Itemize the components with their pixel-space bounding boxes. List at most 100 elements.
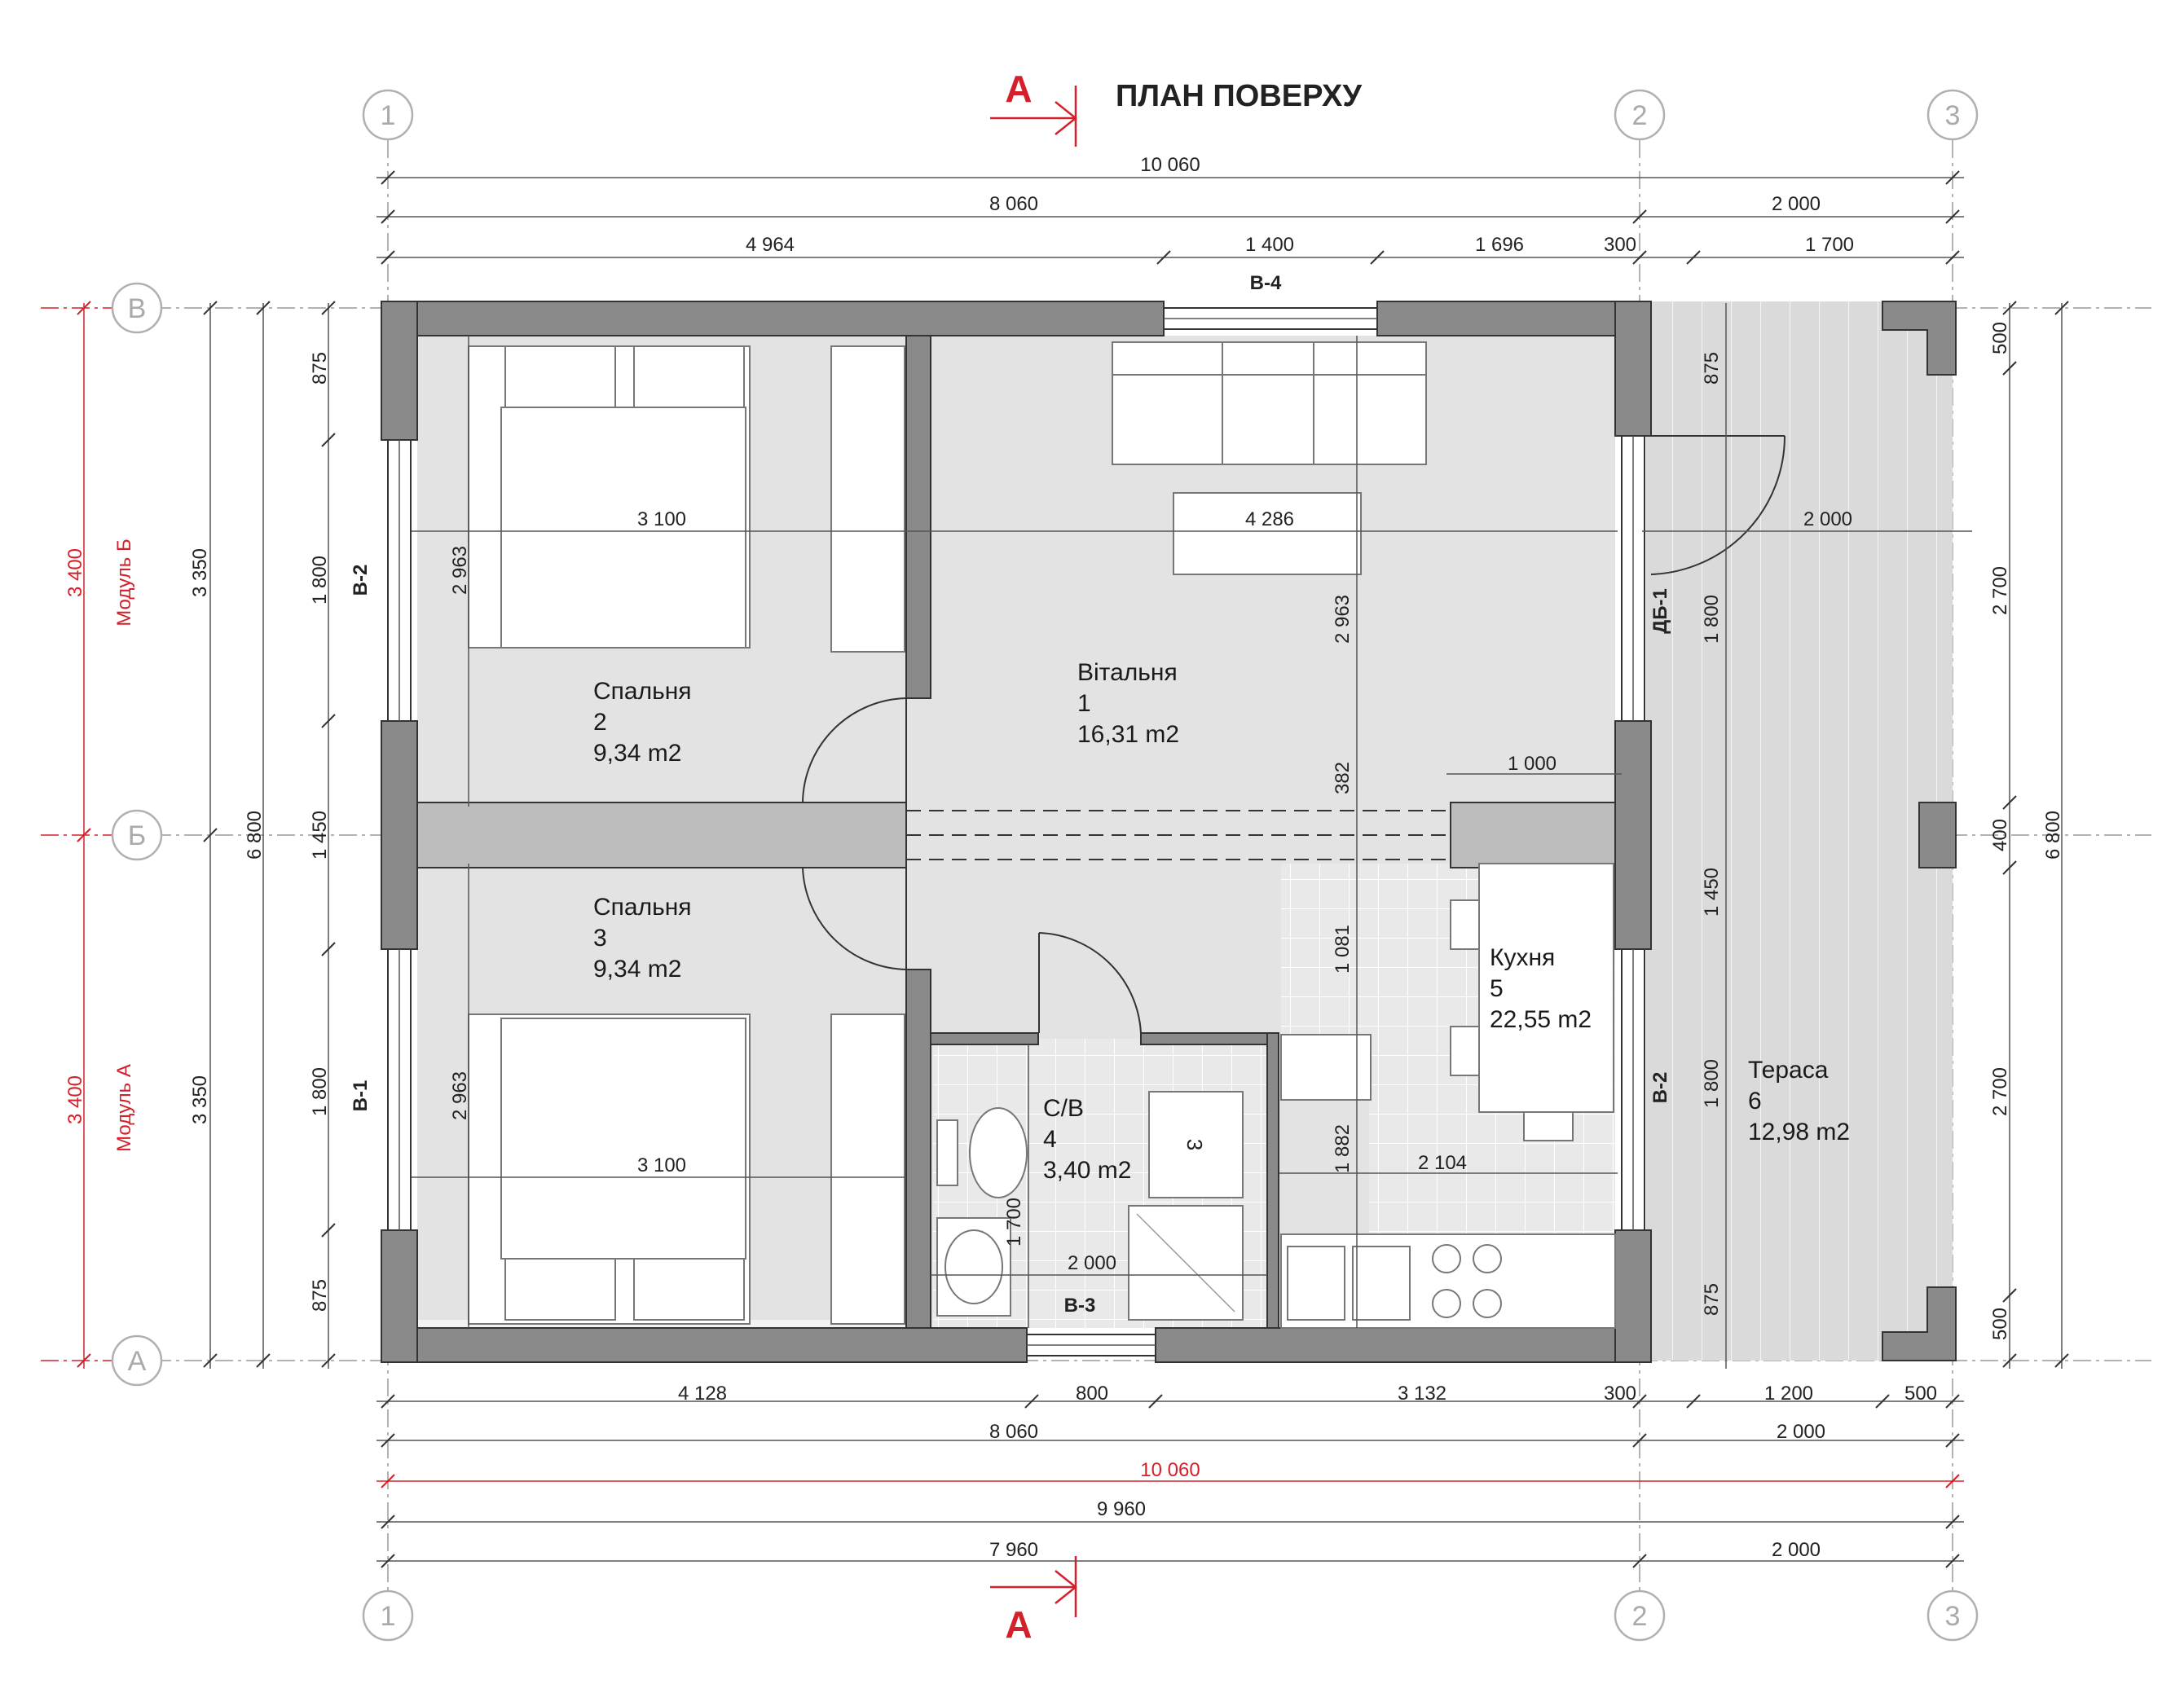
svg-text:3 350: 3 350 <box>189 1075 211 1124</box>
axis-row-b: Б <box>128 820 146 851</box>
title-block: А ПЛАН ПОВЕРХУ А <box>990 68 1362 1646</box>
axis-col-3: 3 <box>1945 100 1961 131</box>
room-5-area: 22,55 m2 <box>1490 1006 1592 1033</box>
dimensions-inner: 3 100 4 286 2 000 3 100 2 963 2 963 2 96… <box>412 303 1972 1369</box>
svg-text:2 000: 2 000 <box>1777 1421 1825 1443</box>
room-1-name: Вітальня <box>1077 659 1178 686</box>
svg-text:500: 500 <box>1989 322 2011 354</box>
svg-text:4 964: 4 964 <box>746 234 795 256</box>
room-6-number: 6 <box>1748 1088 1762 1115</box>
svg-text:2 963: 2 963 <box>449 1071 471 1120</box>
svg-text:8 060: 8 060 <box>989 1421 1038 1443</box>
svg-text:1 000: 1 000 <box>1508 753 1557 775</box>
axis-col-3-bottom: 3 <box>1945 1601 1961 1632</box>
furniture: 3 <box>468 341 1616 1329</box>
svg-text:1 882: 1 882 <box>1332 1124 1354 1173</box>
window-v3-label: В-3 <box>1064 1295 1096 1317</box>
window-v1-label: В-1 <box>350 1080 372 1112</box>
axis-col-2: 2 <box>1632 100 1648 131</box>
window-v4-label: В-4 <box>1250 272 1282 294</box>
room-2-number: 2 <box>593 709 607 736</box>
svg-text:1 450: 1 450 <box>1701 868 1723 917</box>
door-db1-label: ДБ-1 <box>1649 588 1671 634</box>
svg-text:875: 875 <box>1701 352 1723 385</box>
svg-text:1 700: 1 700 <box>1003 1198 1025 1247</box>
washer-label: 3 <box>1182 1139 1207 1150</box>
svg-text:4 286: 4 286 <box>1245 508 1294 530</box>
room-5-number: 5 <box>1490 975 1504 1002</box>
svg-text:6 800: 6 800 <box>2042 811 2064 860</box>
room-1-area: 16,31 m2 <box>1077 721 1179 748</box>
section-mark-bottom: А <box>1005 1603 1032 1646</box>
svg-text:300: 300 <box>1604 1383 1636 1405</box>
room-3-number: 3 <box>593 925 607 952</box>
svg-text:7 960: 7 960 <box>989 1539 1038 1561</box>
svg-text:2 000: 2 000 <box>1068 1252 1116 1274</box>
walls <box>381 301 1957 1363</box>
svg-text:3 132: 3 132 <box>1398 1383 1446 1405</box>
svg-text:1 800: 1 800 <box>309 1067 331 1116</box>
svg-text:875: 875 <box>309 1279 331 1312</box>
svg-text:10 060: 10 060 <box>1140 1459 1200 1481</box>
svg-text:3 100: 3 100 <box>637 1154 686 1176</box>
svg-text:Модуль Б: Модуль Б <box>113 539 135 626</box>
dimensions-left: 3 400 3 400 Модуль Б Модуль А 3 350 3 35… <box>64 301 336 1369</box>
svg-text:875: 875 <box>1701 1283 1723 1316</box>
svg-text:2 700: 2 700 <box>1989 1067 2011 1116</box>
svg-text:9 960: 9 960 <box>1097 1498 1146 1520</box>
room-6-name: Тераса <box>1748 1057 1829 1084</box>
svg-text:3 400: 3 400 <box>64 548 86 597</box>
room-6-area: 12,98 m2 <box>1748 1119 1850 1145</box>
svg-text:Модуль А: Модуль А <box>113 1064 135 1152</box>
svg-text:3 400: 3 400 <box>64 1075 86 1124</box>
axis-row-v: В <box>128 293 147 324</box>
svg-text:10 060: 10 060 <box>1140 154 1200 176</box>
svg-text:1 450: 1 450 <box>309 811 331 860</box>
section-mark-top: А <box>1005 68 1032 110</box>
svg-text:2 000: 2 000 <box>1803 508 1852 530</box>
room-3-name: Спальня <box>593 894 692 921</box>
svg-text:1 696: 1 696 <box>1475 234 1524 256</box>
svg-text:500: 500 <box>1904 1383 1937 1405</box>
room-4-number: 4 <box>1043 1126 1057 1153</box>
svg-text:300: 300 <box>1604 234 1636 256</box>
windows <box>387 307 1645 1356</box>
svg-text:382: 382 <box>1332 762 1354 794</box>
doors <box>802 435 1786 1034</box>
svg-text:1 400: 1 400 <box>1245 234 1294 256</box>
axis-col-1-bottom: 1 <box>381 1601 396 1632</box>
svg-text:1 700: 1 700 <box>1805 234 1854 256</box>
room-2-name: Спальня <box>593 678 692 705</box>
svg-text:1 800: 1 800 <box>309 556 331 605</box>
svg-text:2 700: 2 700 <box>1989 566 2011 615</box>
svg-text:2 000: 2 000 <box>1772 1539 1821 1561</box>
room-3-area: 9,34 m2 <box>593 956 681 983</box>
svg-text:800: 800 <box>1076 1383 1108 1405</box>
svg-text:2 000: 2 000 <box>1772 193 1821 215</box>
svg-text:1 200: 1 200 <box>1764 1383 1813 1405</box>
axis-col-1: 1 <box>381 100 396 131</box>
svg-text:875: 875 <box>309 352 331 385</box>
svg-text:2 104: 2 104 <box>1418 1152 1467 1174</box>
axis-markers: 1 2 3 1 2 3 В Б А <box>111 89 1979 1642</box>
dimensions-right: 500 2 700 400 2 700 500 6 800 <box>1989 301 2069 1369</box>
room-2-area: 9,34 m2 <box>593 740 681 767</box>
svg-text:8 060: 8 060 <box>989 193 1038 215</box>
room-5-name: Кухня <box>1490 944 1555 971</box>
axis-row-a: А <box>128 1346 147 1377</box>
dimensions-bottom: 4 128 800 3 132 300 1 200 500 8 060 2 00… <box>376 1383 1964 1568</box>
svg-text:3 100: 3 100 <box>637 508 686 530</box>
svg-text:400: 400 <box>1989 819 2011 851</box>
svg-text:2 963: 2 963 <box>449 546 471 595</box>
svg-text:1 081: 1 081 <box>1332 925 1354 974</box>
opening-marks: В-4 В-3 В-2 В-1 В-2 ДБ-1 <box>350 272 1671 1317</box>
svg-text:1 800: 1 800 <box>1701 1059 1723 1108</box>
svg-text:1 800: 1 800 <box>1701 595 1723 644</box>
room-1-number: 1 <box>1077 690 1091 717</box>
window-v2-right-label: В-2 <box>1649 1072 1671 1104</box>
window-v2-left-label: В-2 <box>350 565 372 596</box>
room-4-area: 3,40 m2 <box>1043 1157 1131 1184</box>
svg-text:2 963: 2 963 <box>1332 595 1354 644</box>
svg-text:3 350: 3 350 <box>189 548 211 597</box>
